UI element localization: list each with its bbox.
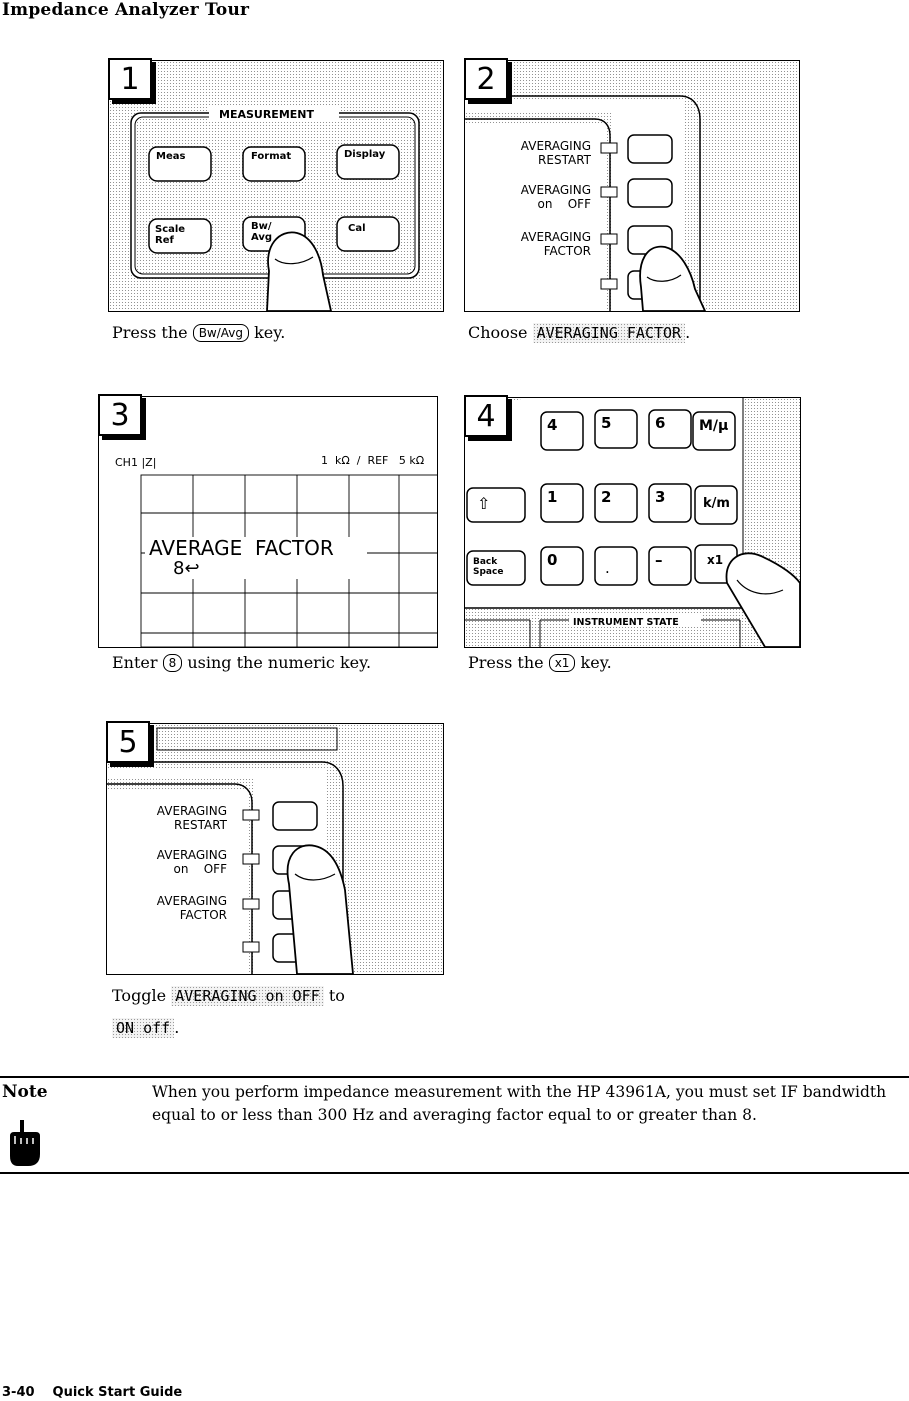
softkey-label-averaging-on-off: AVERAGING on OFF bbox=[156, 848, 227, 876]
softkey-label-averaging-restart: AVERAGING RESTART bbox=[156, 804, 227, 832]
scale-readout: 1 kΩ / REF 5 kΩ bbox=[321, 454, 425, 467]
averaging-factor-softkey: AVERAGING FACTOR bbox=[532, 323, 686, 343]
softkey-label-averaging-factor: AVERAGING FACTOR bbox=[156, 894, 227, 922]
format-button-label: Format bbox=[251, 151, 292, 162]
step-5-caption: Toggle AVERAGING on OFF to bbox=[112, 986, 345, 1006]
step-3-caption-pre: Enter bbox=[112, 653, 158, 672]
average-factor-prompt: AVERAGE FACTOR bbox=[149, 536, 334, 560]
display-screen-drawing bbox=[99, 397, 437, 647]
key-1: 1 bbox=[547, 488, 558, 506]
step-5-caption-line-2: ON off. bbox=[112, 1018, 179, 1038]
step-4-caption-pre: Press the bbox=[468, 653, 544, 672]
cal-button-label: Cal bbox=[348, 223, 366, 234]
key-decimal: . bbox=[605, 559, 610, 577]
key-6: 6 bbox=[655, 414, 666, 432]
key-5: 5 bbox=[601, 414, 612, 432]
key-minus: – bbox=[655, 551, 663, 569]
key-3: 3 bbox=[655, 488, 666, 506]
step-3-caption-post: using the numeric key. bbox=[187, 653, 372, 672]
numeric-8-key: 8 bbox=[162, 654, 183, 672]
note-top-rule bbox=[0, 1076, 909, 1078]
softkey-panel-drawing bbox=[465, 61, 799, 311]
note-bottom-rule bbox=[0, 1172, 909, 1174]
scale-ref-button-label: Scale Ref bbox=[155, 224, 186, 246]
step-4-illustration: 4 5 6 M/µ ⇧ 1 2 3 k/m Back Space 0 . – x… bbox=[464, 397, 801, 648]
averaging-on-off-softkey: AVERAGING on OFF bbox=[171, 986, 324, 1006]
entry-value: 8↩ bbox=[173, 558, 200, 579]
softkey-label-averaging-on-off: AVERAGING on OFF bbox=[520, 183, 591, 211]
step-1-caption: Press the Bw/Avg key. bbox=[112, 323, 285, 342]
numeric-keypad-drawing bbox=[465, 398, 800, 647]
key-0: 0 bbox=[547, 551, 558, 569]
measurement-panel-drawing bbox=[109, 61, 443, 311]
step-3-illustration: CH1 |Z| 1 kΩ / REF 5 kΩ AVERAGE FACTOR 8… bbox=[98, 396, 438, 648]
step-2-caption-post: . bbox=[685, 323, 691, 342]
instrument-state-label: INSTRUMENT STATE bbox=[573, 617, 679, 628]
step-4-caption: Press the x1 key. bbox=[468, 653, 612, 672]
key-4: 4 bbox=[547, 416, 558, 434]
on-off-softkey-state: ON off bbox=[112, 1018, 175, 1038]
bw-avg-button-label: Bw/ Avg bbox=[251, 221, 273, 243]
step-5-caption-pre: Toggle bbox=[112, 986, 167, 1005]
step-2-caption: Choose AVERAGING FACTOR. bbox=[468, 323, 690, 343]
step-5-badge: 5 bbox=[106, 721, 150, 763]
key-shift: ⇧ bbox=[477, 494, 491, 513]
key-x1: x1 bbox=[707, 553, 724, 567]
pointing-hand-icon bbox=[10, 1120, 40, 1166]
step-1-badge: 1 bbox=[108, 58, 152, 100]
page-number: 3-40 bbox=[2, 1385, 35, 1400]
key-backspace: Back Space bbox=[473, 557, 504, 577]
measurement-group-label: MEASUREMENT bbox=[219, 108, 314, 121]
page-title: Impedance Analyzer Tour bbox=[2, 0, 250, 20]
section-name: Quick Start Guide bbox=[52, 1385, 183, 1400]
note-label: Note bbox=[2, 1082, 48, 1102]
softkey-label-averaging-factor: AVERAGING FACTOR bbox=[520, 230, 591, 258]
display-button-label: Display bbox=[344, 149, 386, 160]
step-2-badge: 2 bbox=[464, 58, 508, 100]
step-5-illustration: AVERAGING RESTART AVERAGING on OFF AVERA… bbox=[106, 723, 444, 975]
step-4-badge: 4 bbox=[464, 395, 508, 437]
key-m-micro: M/µ bbox=[699, 418, 729, 434]
step-2-illustration: AVERAGING RESTART AVERAGING on OFF AVERA… bbox=[464, 60, 800, 312]
step-5-caption-post-2: . bbox=[174, 1018, 180, 1037]
page-footer: 3-40 Quick Start Guide bbox=[2, 1385, 200, 1400]
step-5-caption-post: to bbox=[328, 986, 345, 1005]
step-2-caption-pre: Choose bbox=[468, 323, 528, 342]
step-1-caption-post: key. bbox=[254, 323, 286, 342]
bw-avg-key: Bw/Avg bbox=[192, 324, 250, 342]
step-1-caption-pre: Press the bbox=[112, 323, 188, 342]
step-3-badge: 3 bbox=[98, 394, 142, 436]
step-1-illustration: MEASUREMENT Meas Format Display Scale Re… bbox=[108, 60, 444, 312]
softkey-label-averaging-restart: AVERAGING RESTART bbox=[520, 139, 591, 167]
step-4-caption-post: key. bbox=[580, 653, 612, 672]
note-text: When you perform impedance measurement w… bbox=[152, 1083, 887, 1124]
key-k-m: k/m bbox=[703, 496, 730, 511]
key-2: 2 bbox=[601, 488, 612, 506]
softkey-toggle-drawing bbox=[107, 724, 443, 974]
step-3-caption: Enter 8 using the numeric key. bbox=[112, 653, 371, 672]
x1-key: x1 bbox=[548, 654, 576, 672]
channel-readout: CH1 |Z| bbox=[115, 456, 157, 469]
meas-button-label: Meas bbox=[156, 151, 186, 162]
